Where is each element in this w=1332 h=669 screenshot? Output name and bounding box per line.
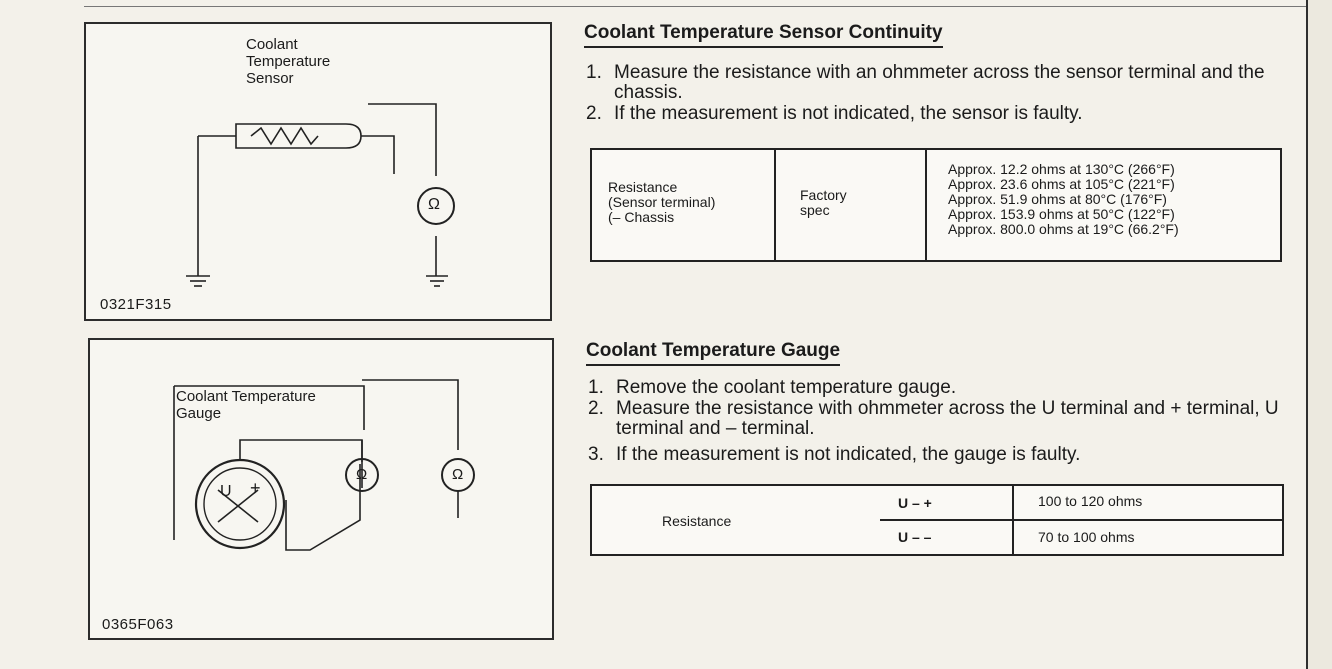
sensor-continuity-title: Coolant Temperature Sensor Continuity (584, 22, 943, 48)
ohm-symbol: Ω (428, 196, 440, 213)
gauge-title: Coolant Temperature Gauge (586, 340, 841, 366)
gauge-terminal-plus: + (250, 478, 261, 498)
gauge-circuit-diagram (173, 379, 475, 551)
figure-code: 0365F063 (102, 616, 174, 633)
spec-value-1: Approx. 12.2 ohms at 130°C (266°F) (948, 161, 1175, 177)
sensor-spec-table: Resistance (Sensor terminal) (– Chassis … (590, 148, 1282, 262)
gauge-step-3: 3. If the measurement is not indicated, … (588, 444, 1081, 465)
terminal-u-minus: U – – (898, 529, 932, 545)
value-u-plus: 100 to 120 ohms (1038, 493, 1143, 509)
spec-value-2: Approx. 23.6 ohms at 105°C (221°F) (948, 176, 1175, 192)
spec-value-5: Approx. 800.0 ohms at 19°C (66.2°F) (948, 221, 1179, 237)
ohm-symbol-1: Ω (356, 466, 368, 483)
ohm-symbol-2: Ω (452, 466, 464, 483)
spec-value-3: Approx. 51.9 ohms at 80°C (176°F) (948, 191, 1167, 207)
sensor-figure: Coolant Temperature Sensor Ω 0321F315 (84, 22, 552, 321)
sensor-step-2: 2. If the measurement is not indicated, … (586, 103, 1083, 124)
terminal-u-plus: U – + (898, 495, 932, 511)
gauge-spec-table: Resistance U – + 100 to 120 ohms U – – 7… (590, 484, 1284, 556)
gauge-step-2: 2. Measure the resistance with ohmmeter … (588, 398, 1279, 439)
gauge-steps: 1. Remove the coolant temperature gauge.… (588, 378, 1288, 465)
gauge-resistance-label: Resistance (662, 513, 732, 529)
figure-code: 0321F315 (100, 296, 172, 313)
sensor-step-1: 1. Measure the resistance with an ohmmet… (586, 62, 1265, 103)
gauge-step-1: 1. Remove the coolant temperature gauge. (588, 377, 957, 398)
sensor-label: Coolant Temperature Sensor (246, 36, 331, 87)
gauge-figure: Coolant Temperature Gauge U + Ω Ω 0365F0… (88, 338, 554, 640)
sensor-steps: 1. Measure the resistance with an ohmmet… (586, 63, 1286, 124)
sensor-circuit-diagram (186, 103, 455, 287)
gauge-label: Coolant Temperature Gauge (176, 388, 316, 422)
top-rule (84, 0, 1306, 7)
value-u-minus: 70 to 100 ohms (1038, 529, 1135, 545)
spec-value-4: Approx. 153.9 ohms at 50°C (122°F) (948, 206, 1175, 222)
factory-spec-label: Factory spec (800, 187, 847, 218)
gauge-terminal-u: U (220, 483, 232, 500)
page-edge (1306, 0, 1332, 669)
resistance-label: Resistance (Sensor terminal) (– Chassis (608, 179, 716, 225)
